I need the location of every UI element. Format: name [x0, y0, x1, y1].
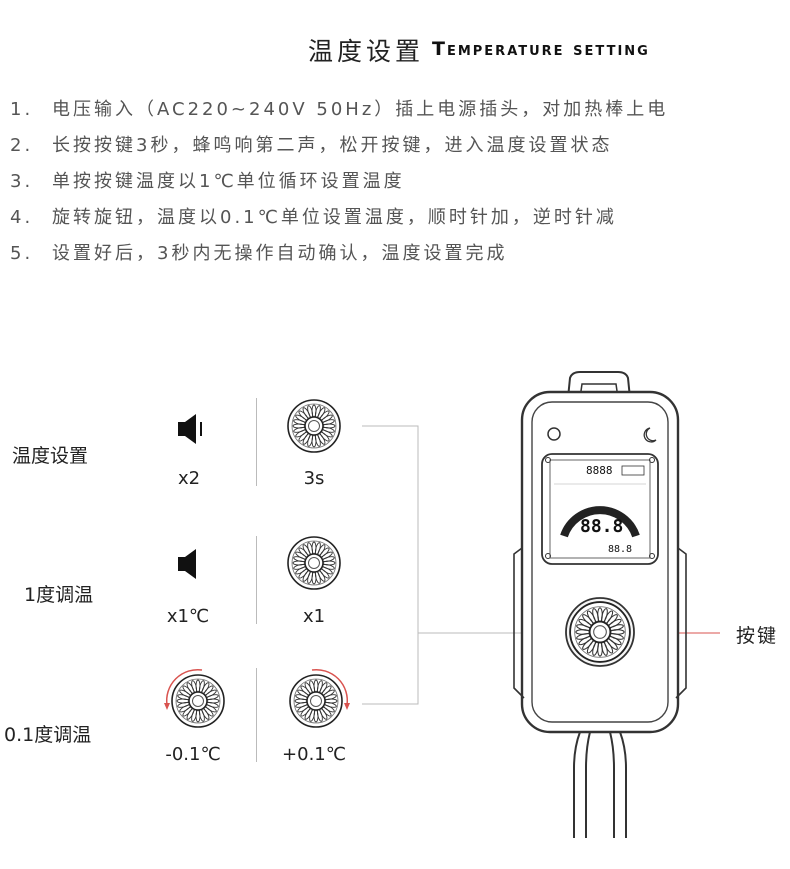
display-bottom-temp: 88.8 [608, 544, 632, 555]
step-1: 1.电压输入（AC220~240V 50Hz）插上电源插头，对加热棒上电 [10, 99, 669, 120]
separator-1 [256, 398, 257, 486]
title-bar: 温度设置 Temperature setting [0, 24, 790, 68]
speaker-icon [178, 549, 196, 579]
button-label: 按键 [736, 625, 779, 647]
caption-x1: x1 [302, 606, 326, 627]
caption-plus01: +0.1℃ [282, 744, 346, 765]
step-3: 3.单按按键温度以1℃单位循环设置温度 [10, 171, 405, 192]
separator-2 [256, 536, 257, 624]
caption-x1c: x1℃ [166, 606, 210, 627]
caption-x2: x2 [177, 468, 201, 489]
display-main-temp: 88.8 [580, 516, 623, 537]
step-4: 4.旋转旋钮，温度以0.1℃单位设置温度，顺时针加，逆时针减 [10, 207, 617, 228]
step-2: 2.长按按键3秒，蜂鸣响第二声，松开按键，进入温度设置状态 [10, 135, 613, 156]
instruction-steps: 1.电压输入（AC220~240V 50Hz）插上电源插头，对加热棒上电 2.长… [10, 92, 780, 272]
row-label-temp-setting: 温度设置 [12, 445, 89, 467]
caption-3s: 3s [303, 468, 325, 489]
row-label-01deg: 0.1度调温 [4, 724, 92, 746]
display-top-digits: 8888 [586, 464, 613, 477]
knob-ccw-icon [164, 668, 225, 728]
step-5: 5.设置好后，3秒内无操作自动确认，温度设置完成 [10, 243, 508, 264]
caption-minus01: -0.1℃ [165, 744, 221, 765]
controller-device: 8888 88.8 88.8 [513, 371, 687, 838]
row-label-1deg: 1度调温 [24, 584, 94, 606]
knob-cw-icon [289, 668, 350, 728]
title-en: Temperature setting [432, 38, 650, 60]
separator-3 [256, 668, 257, 762]
speaker-icon [178, 414, 202, 444]
title-cn: 温度设置 [308, 37, 425, 66]
